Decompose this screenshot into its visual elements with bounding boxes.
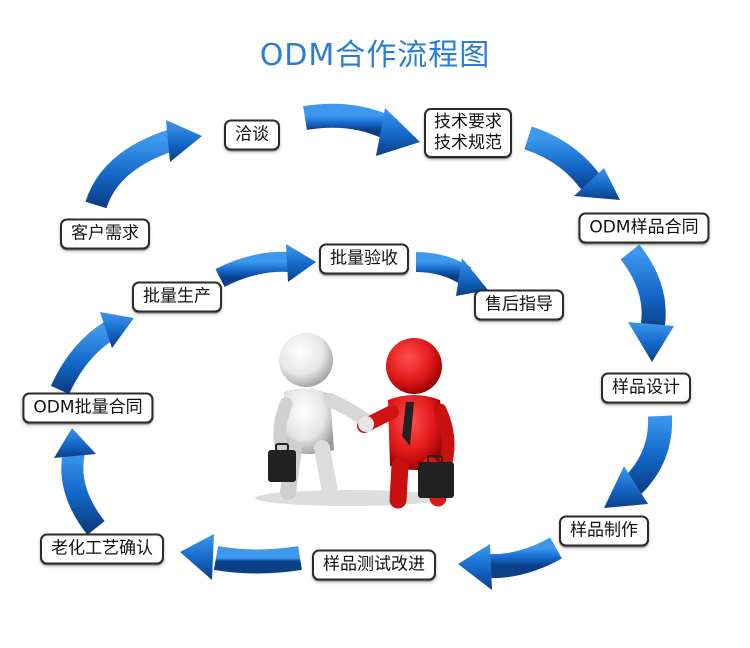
- step-negotiation: 洽谈: [224, 119, 280, 151]
- step-tech-line2: 技术规范: [434, 133, 502, 153]
- handshake-figures: [255, 333, 455, 509]
- arrow-production-to-acceptance: [215, 244, 316, 287]
- arrow-design-to-making: [604, 415, 673, 508]
- step-odm-sample-contract: ODM样品合同: [578, 212, 710, 244]
- step-aging: 老化工艺确认: [40, 533, 164, 565]
- step-customer-demand: 客户需求: [60, 218, 150, 250]
- step-batch-production: 批量生产: [132, 281, 222, 313]
- arrow-customer-to-negotiation: [85, 120, 202, 209]
- step-sample-design: 样品设计: [601, 372, 691, 404]
- step-sample-test: 样品测试改进: [312, 549, 436, 581]
- step-tech-line1: 技术要求: [434, 112, 502, 132]
- step-odm-batch-contract: ODM批量合同: [22, 392, 154, 424]
- step-after-sales: 售后指导: [474, 289, 564, 321]
- arrow-test-to-aging: [180, 534, 302, 580]
- step-batch-acceptance: 批量验收: [319, 243, 409, 275]
- arrow-making-to-test: [458, 537, 562, 590]
- page-title: ODM合作流程图: [259, 38, 491, 73]
- step-technical-requirements: 技术要求 技术规范: [424, 108, 512, 158]
- arrow-aging-to-batch-contract: [54, 428, 105, 535]
- arrow-tech-to-sample-contract: [524, 126, 620, 200]
- arrow-batch-contract-to-production: [50, 312, 134, 395]
- step-sample-making: 样品制作: [559, 515, 649, 547]
- arrow-acceptance-to-after-sales: [415, 252, 488, 296]
- arrow-sample-contract-to-design: [620, 244, 674, 362]
- arrow-negotiation-to-tech: [303, 103, 420, 156]
